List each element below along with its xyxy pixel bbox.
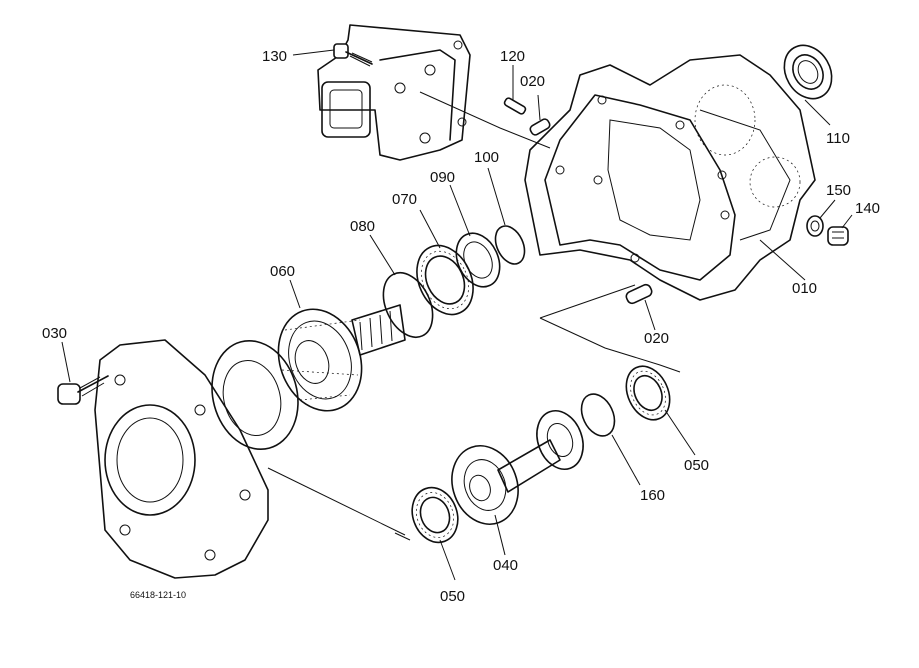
pin-120 <box>503 97 527 115</box>
circlip-100 <box>494 225 526 265</box>
label-010: 010 <box>792 280 817 297</box>
label-160: 160 <box>640 487 665 504</box>
leader-lines <box>61 49 853 581</box>
bearing-050-right <box>625 365 671 421</box>
label-130: 130 <box>262 48 287 65</box>
housing-010 <box>524 54 816 301</box>
label-140: 140 <box>855 200 880 217</box>
lower-cover-plate <box>94 339 299 579</box>
label-050-bottom: 050 <box>440 588 465 605</box>
label-060: 060 <box>270 263 295 280</box>
label-100: 100 <box>474 149 499 166</box>
seal-090 <box>455 232 501 288</box>
pin-020-bottom <box>625 283 653 305</box>
part-labels: 130 120 020 110 150 140 010 020 100 090 … <box>42 48 880 605</box>
label-020-bottom: 020 <box>644 330 669 347</box>
label-120: 120 <box>500 48 525 65</box>
label-080: 080 <box>350 218 375 235</box>
circlip-160 <box>580 393 616 437</box>
washer-150 <box>806 215 824 237</box>
bolt-030 <box>57 375 109 405</box>
bolt-130 <box>333 43 373 67</box>
label-040: 040 <box>493 557 518 574</box>
label-070: 070 <box>392 191 417 208</box>
circlip-080 <box>382 272 434 338</box>
label-090: 090 <box>430 169 455 186</box>
label-150: 150 <box>826 182 851 199</box>
bearing-050-bottom <box>411 486 459 544</box>
bearing-070 <box>416 244 474 316</box>
gear-shaft-060 <box>277 304 406 412</box>
label-020-top: 020 <box>520 73 545 90</box>
assembly-guide-lines <box>267 91 681 541</box>
label-110: 110 <box>826 130 850 147</box>
plug-140 <box>827 226 849 246</box>
oil-seal-110 <box>783 44 833 100</box>
label-030: 030 <box>42 325 67 342</box>
pin-020-top <box>529 118 551 136</box>
gear-shaft-040 <box>451 410 584 525</box>
label-050-right: 050 <box>684 457 709 474</box>
drawing-code: 66418-121-10 <box>130 590 186 600</box>
